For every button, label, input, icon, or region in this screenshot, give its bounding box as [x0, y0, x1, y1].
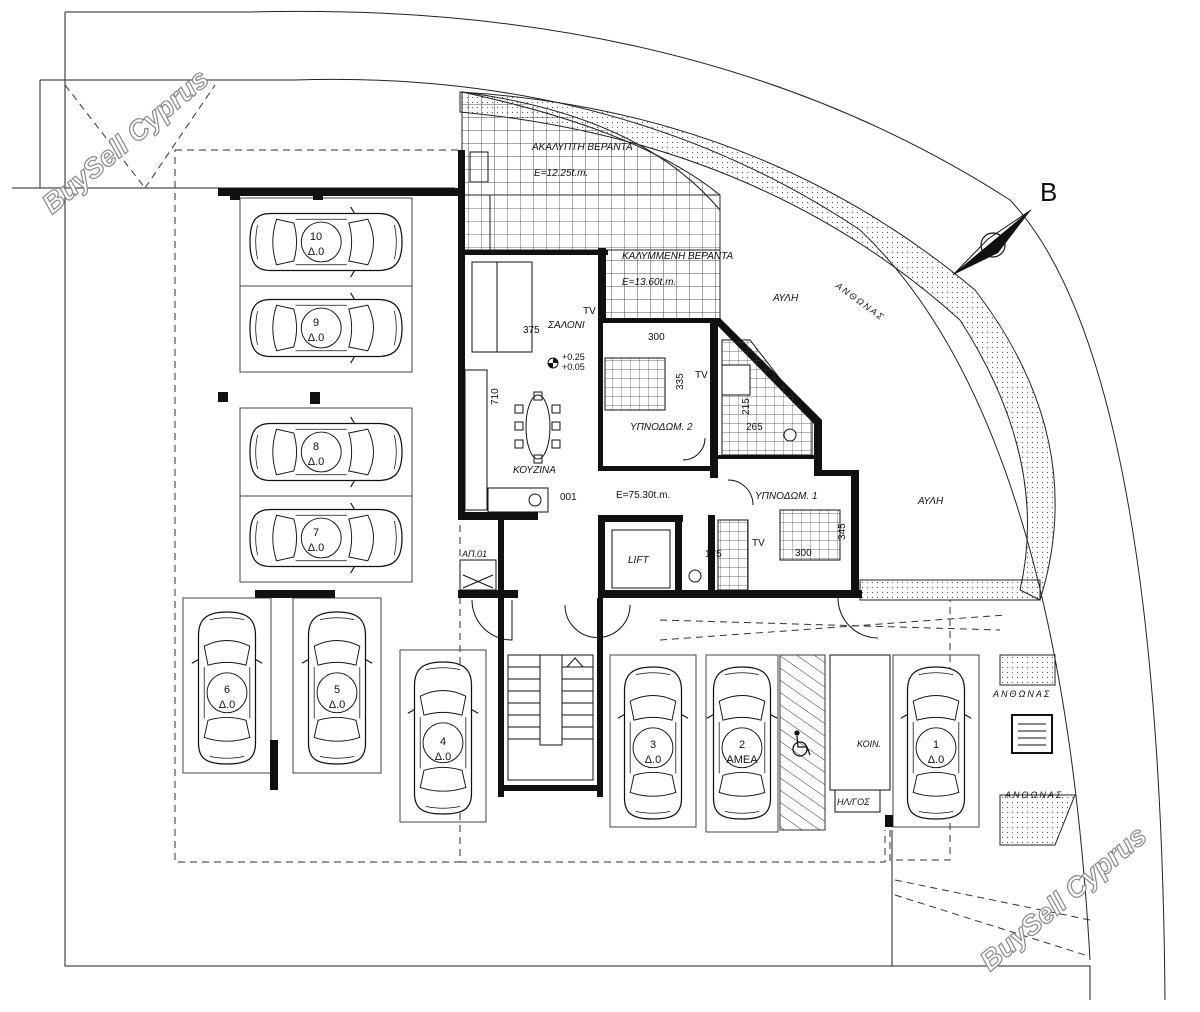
parking-code: Δ.0 [308, 332, 325, 344]
bedroom1-label: ΥΠΝΟΔΩΜ. 1 [755, 491, 818, 502]
fixtures [459, 151, 891, 813]
level-label: +0.05 [562, 362, 585, 372]
dimension-label: 335 [675, 373, 686, 390]
dimension-label: 215 [741, 398, 752, 415]
electrical-room-label: ΗΛ/ΓΟΣ [837, 797, 870, 807]
parking-code: Δ.0 [928, 754, 945, 766]
dimension-label: 300 [648, 332, 665, 343]
car-icon [249, 416, 403, 488]
car-icon [249, 206, 403, 278]
parking-number: 9 [313, 317, 319, 329]
parking-code: ΑΜΕΑ [726, 754, 758, 766]
dimension-label: 300 [795, 548, 812, 559]
covered-veranda-label: ΚΑΛΥΜΜΕΝΗ ΒΕΡΑΝΤΑ [622, 251, 733, 262]
parking-code: Δ.0 [308, 246, 325, 258]
parking-number: 2 [739, 739, 745, 751]
level-marker-icon [547, 357, 559, 369]
parking-code: Δ.0 [645, 754, 662, 766]
parking-bays [182, 197, 980, 833]
storage-label: ΑΠ.01 [461, 549, 487, 559]
veranda-floor [461, 91, 721, 321]
parking-number: 7 [313, 527, 319, 539]
garden-strip [459, 91, 1076, 846]
parking-number: 3 [650, 739, 656, 751]
wheelchair-icon [792, 730, 811, 757]
parking-number: 6 [224, 684, 230, 696]
yard-label: ΑΥΛΗ [772, 293, 799, 304]
dimension-label: 175 [705, 549, 722, 560]
north-label: B [1040, 177, 1057, 207]
dimension-label: 345 [837, 523, 848, 540]
parking-labels: 10 Δ.0 9 Δ.0 8 Δ.0 7 Δ.0 6 Δ.0 5 Δ.0 4 Δ… [219, 231, 945, 766]
tv-label: TV [695, 370, 708, 381]
car-icon [249, 292, 403, 364]
apartment-number: 001 [560, 492, 577, 503]
common-room-label: ΚΟΙΝ. [857, 739, 881, 749]
dimension-label: 265 [746, 422, 763, 433]
uncovered-veranda-label: ΑΚΑΛΥΠΤΗ ΒΕΡΑΝΤΑ [531, 142, 633, 153]
yard-label: ΑΥΛΗ [917, 496, 944, 507]
dimension-label: 375 [523, 325, 540, 336]
parking-number: 8 [313, 441, 319, 453]
parking-number: 4 [440, 736, 446, 748]
apartment-area: E=75.30t.m. [616, 490, 670, 501]
parking-walls [218, 188, 893, 827]
car-icon [249, 502, 403, 574]
level-label: +0.25 [562, 352, 585, 362]
parking-code: Δ.0 [308, 456, 325, 468]
parking-number: 5 [334, 684, 340, 696]
covered-veranda-area: E=13.60t.m. [622, 277, 676, 288]
compass-icon [952, 209, 1032, 276]
kitchen-label: ΚΟΥΖΙΝΑ [513, 465, 556, 476]
bedroom2-label: ΥΠΝΟΔΩΜ. 2 [630, 422, 693, 433]
parking-number: 1 [933, 739, 939, 751]
watermark: BuySell Cyprus [36, 63, 214, 220]
street-label: ΑΝΘΩΝΑΣ [833, 280, 887, 323]
dimension-label: 710 [490, 388, 501, 405]
street-label: ΑΝΘΩΝΑΣ [992, 689, 1051, 699]
parking-code: Δ.0 [308, 542, 325, 554]
dimensions: 375 300 335 710 265 300 175 215 345 +0.2… [490, 306, 848, 560]
tv-label: TV [583, 306, 596, 317]
lift-label: LIFT [628, 555, 649, 566]
tv-label: TV [752, 538, 765, 549]
parking-code: Δ.0 [435, 751, 452, 763]
parking-code: Δ.0 [219, 699, 236, 711]
room-labels: ΑΚΑΛΥΠΤΗ ΒΕΡΑΝΤΑ E=12.25t.m. ΚΑΛΥΜΜΕΝΗ Β… [461, 142, 1063, 807]
street-label: ΑΝΘΩΝΑΣ [1004, 790, 1063, 800]
parking-number: 10 [310, 231, 322, 243]
parking-code: Δ.0 [329, 699, 346, 711]
uncovered-veranda-area: E=12.25t.m. [534, 168, 588, 179]
living-room-label: ΣΑΛΟΝΙ [547, 320, 585, 331]
